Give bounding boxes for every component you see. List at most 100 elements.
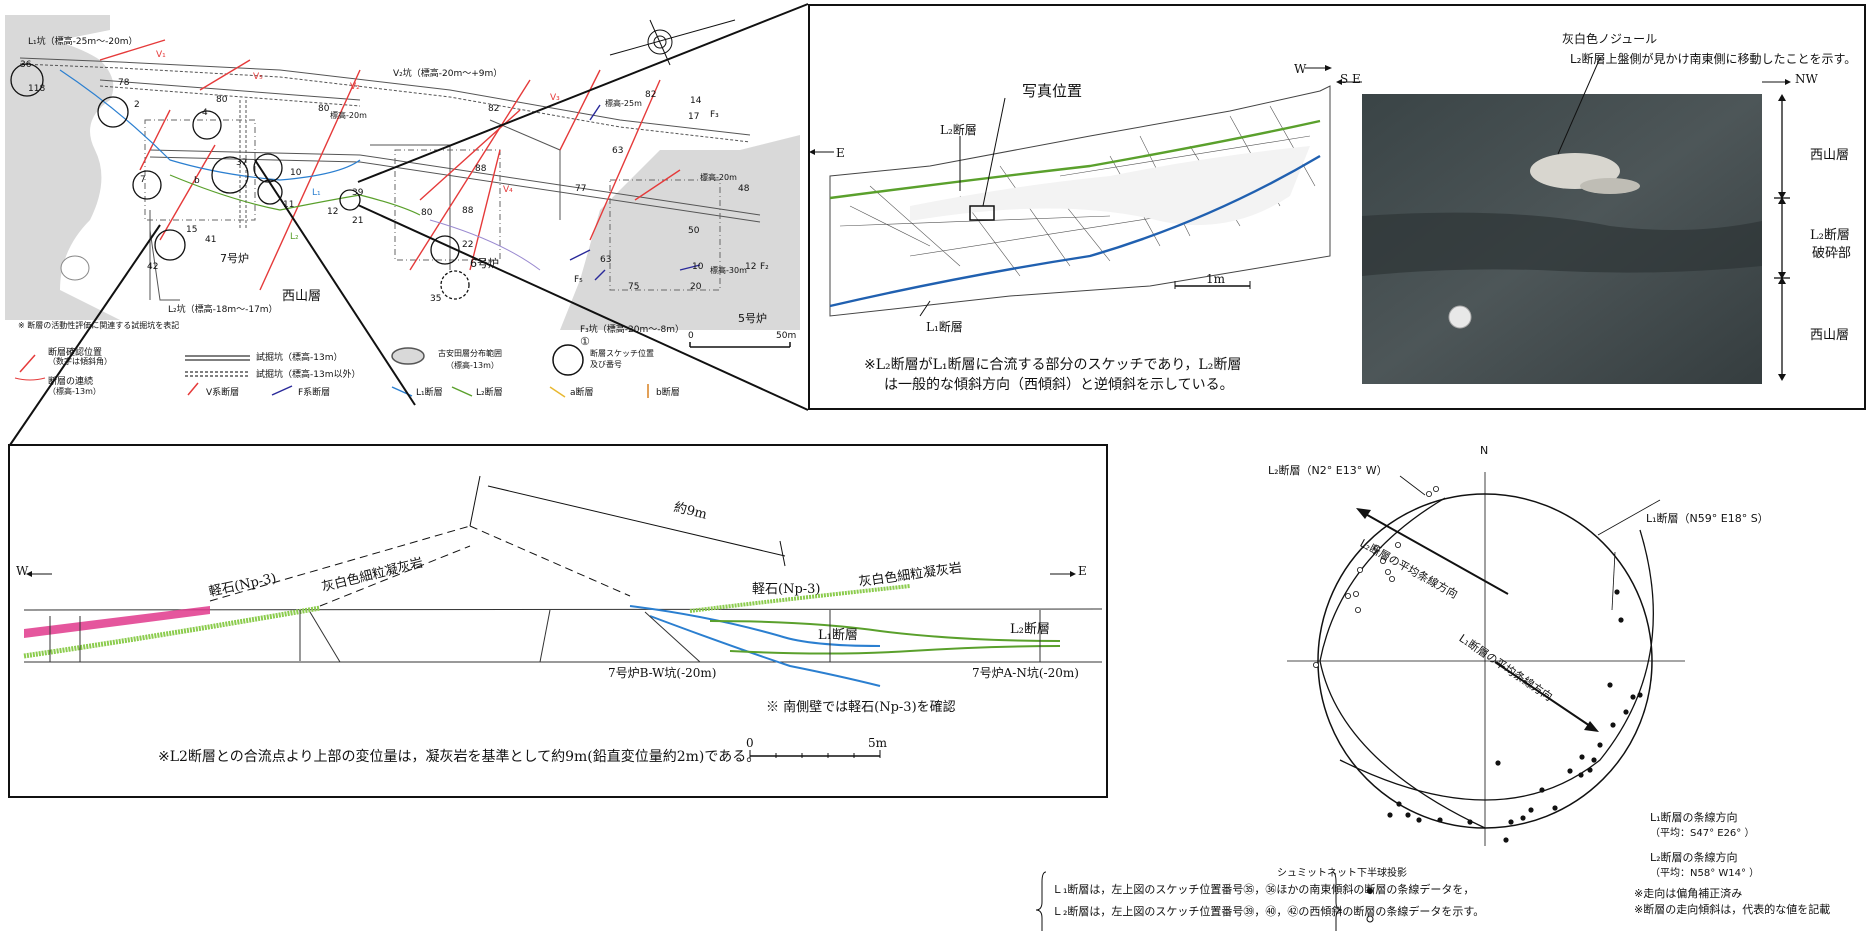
l1-striation-point [1396,801,1402,807]
l1-striation-point [1614,589,1620,595]
f5-label: F₅ [574,275,583,285]
l1-striation-point [1607,682,1613,688]
dip-80b: 80 [318,104,330,114]
sketch-l1-label: L₁断層 [926,320,963,334]
dip-50: 50 [688,226,700,236]
photo-nw-label: NW [1795,72,1818,86]
l1-striation-point [1503,837,1509,843]
l1-striation-point [1520,815,1526,821]
l1-striation-point [1528,807,1534,813]
photo-layer-mid-2: 破砕部 [1812,246,1852,261]
legend-sketch: 断層スケッチ位置 [590,349,654,358]
l1-striation-point [1437,817,1443,823]
l2-striation-point [1373,545,1380,552]
legend-sketch-num: ① [580,335,590,348]
section-scale-zero: 0 [746,736,754,750]
kotada-area-east [560,135,800,330]
photo-se-label: S E [1340,72,1361,86]
dip-80a: 80 [216,95,228,105]
section-l1-label: L₁断層 [818,628,858,643]
dip-63a: 63 [612,146,624,156]
sketch-l2-label: L₂断層 [940,123,977,137]
dip-75: 75 [628,282,640,292]
l1-great-circle [1339,529,1654,801]
legend-kotada: 古安田層分布範囲 [438,349,502,358]
sketch-photo-panel: 写真位置 L₂断層 L₁断層 W E 1m ※L₂断層がL₁断層に合流する部分の… [808,4,1866,410]
l2-striation-point [1379,557,1386,564]
elev-label-1: 標高-20m [330,111,367,120]
l2-striation-point [1354,606,1361,613]
dip-12a: 12 [745,262,757,272]
stereonet-panel: N L₂断層（N2° E13° W） L₁断層（N59° E18° S） L₂断… [1035,430,1872,931]
sketch-num-7: 7 [140,175,146,185]
v4-label: V₄ [503,185,513,195]
f3-pit-label: F₃坑（標高-20m～-8m） [580,325,684,335]
l1-striation-point [1597,742,1603,748]
sketch-num-41: 41 [205,235,217,245]
projection-label: シュミットネット下半球投影 [1277,868,1407,879]
v3-label: V₃ [550,93,560,103]
caption-line-2: Ｌ₂断層は，左上図のスケッチ位置番号㊴，㊵，㊷の西傾斜の断層の条線データを示す。 [1052,905,1485,918]
pit-bw-label: 7号炉B-W坑(-20m) [608,666,717,680]
l1-label: L₁ [312,188,321,198]
pumice-label-2: 軽石(Np-3) [752,582,821,597]
caption-line-1: Ｌ₁断層は，左上図のスケッチ位置番号㉟，㊱ほかの南東傾斜の断層の条線データを， [1052,883,1475,896]
l1-striation-point [1578,772,1584,778]
legend-l1-fault: L₁断層 [416,388,443,398]
nishiyama-label: 西山層 [282,289,322,304]
sketch-num-15: 15 [186,225,198,235]
l1-striation-point [1591,757,1597,763]
photo-layer-mid-1: L₂断層 [1810,228,1850,243]
elev-label-2: 標高-25m [605,99,642,108]
l1-plane-label: L₁断層（N59° E18° S） [1646,512,1769,525]
l1-pit-label: L₁坑（標高-25m～-20m） [28,37,138,47]
l1-striation-point [1405,812,1411,818]
dip-20: 20 [690,282,702,292]
l1-striation-point [1567,768,1573,774]
legend-pit-other: 試掘坑（標高-13m以外） [256,370,361,380]
f2-label: F₂ [760,262,769,272]
elev-label-4: 標高-30m [710,266,747,275]
section-main-note: ※L2断層との合流点より上部の変位量は，凝灰岩を基準として約9m(鉛直変位量約2… [158,749,761,765]
v5-label: V₅ [253,72,263,82]
legend-f-fault: F系断層 [298,388,331,398]
legend-b-fault: b断層 [656,388,680,398]
l1-striation-point [1618,617,1624,623]
kotada-area-west2 [5,30,120,320]
l2-label: L₂ [290,232,299,242]
sketch-note-2: は一般的な傾斜方向（西傾斜）と逆傾斜を示している。 [884,377,1234,393]
l1-striation-point [1467,819,1473,825]
l2-striation-point [1312,661,1319,668]
scale-zero-label: 0 [688,331,694,341]
l2-striation-point [1388,575,1395,582]
dip-77: 77 [575,184,587,194]
north-arrow-icon [609,19,736,66]
dip-78: 78 [118,78,130,88]
l1-striation-point [1508,819,1514,825]
nodule-label: 灰白色ノジュール [1562,32,1658,46]
unit5-label: 5号炉 [738,312,767,325]
photo-note: L₂断層上盤側が見かけ南東側に移動したことを示す。 [1570,52,1857,66]
l1-striation-point [1416,817,1422,823]
section-e-label: E [1078,564,1087,578]
l2-striation-point [1344,592,1351,599]
legend-kotada-sub: （標高-13m） [446,361,499,370]
cross-section-panel: W E 軽石(Np-3) 灰白色細粒凝灰岩 軽石(Np-3) 灰白色細粒凝灰岩 … [8,444,1108,798]
sketch-num-10: 10 [290,168,302,178]
dip-14: 14 [690,96,702,106]
l2-pit-label: L₂坑（標高-18m～-17m） [168,305,278,315]
v1-label: V₁ [156,50,166,60]
l1-mean-arrow [1494,661,1594,729]
legend-l1-striation: L₁断層の条線方向 [1650,811,1738,824]
l1-striation-point [1495,760,1501,766]
legend-l2-fault: L₂断層 [476,388,503,398]
dip-21: 21 [352,216,364,226]
l1-striation-point [1630,694,1636,700]
dip-17: 17 [688,112,700,122]
legend-l2-average: （平均：N58° W14° ） [1650,868,1760,879]
stereonet-drawing [1035,472,1685,931]
kotada-island [60,255,90,281]
photo-layer-bottom: 西山層 [1810,328,1850,343]
map-note: ※ 断層の活動性評価に関連する試掘坑を表記 [18,321,180,330]
legend-pit13: 試掘坑（標高-13m） [256,353,343,363]
